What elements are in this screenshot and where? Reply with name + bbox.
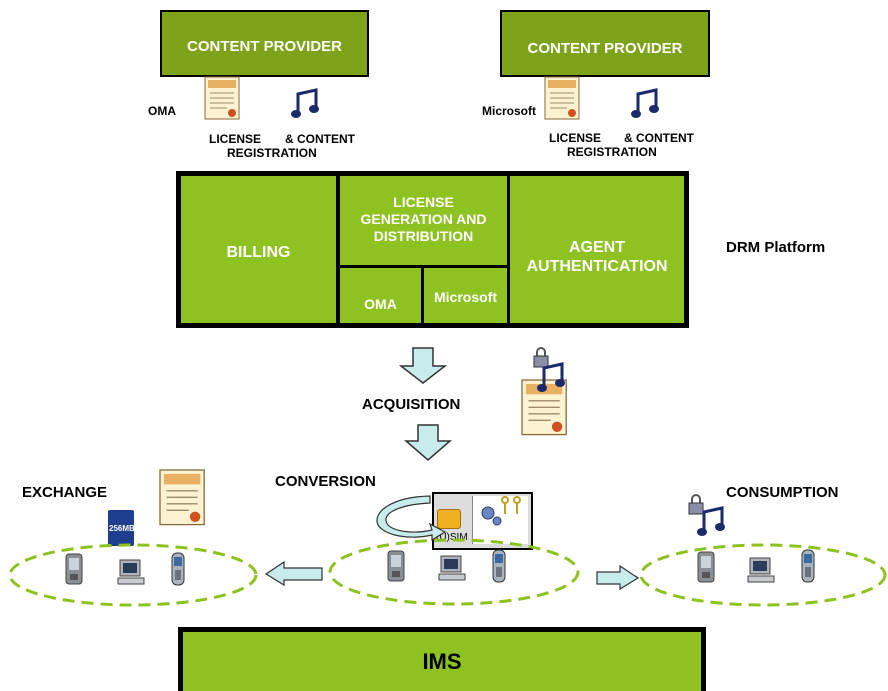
down-arrow-icon bbox=[398, 347, 448, 384]
provider-format-oma: OMA bbox=[148, 104, 176, 118]
sd-card-icon: 256MB bbox=[108, 510, 135, 546]
mobile-phone-icon bbox=[492, 549, 506, 583]
computer-icon bbox=[117, 559, 145, 585]
mobile-phone-icon bbox=[171, 552, 185, 586]
license-document-icon bbox=[204, 76, 240, 120]
oma-label: OMA bbox=[364, 296, 397, 312]
license-generation-cell: LICENSE GENERATION AND DISTRIBUTION bbox=[340, 176, 507, 265]
music-note-icon bbox=[289, 88, 321, 120]
license-document-icon bbox=[159, 469, 205, 526]
computer-icon bbox=[438, 555, 466, 581]
registration-label-oma: REGISTRATION bbox=[227, 146, 317, 160]
agent-authentication-label: AGENT AUTHENTICATION bbox=[526, 239, 668, 275]
exchange-label: EXCHANGE bbox=[22, 484, 108, 501]
ims-box: IMS bbox=[178, 627, 706, 691]
computer-icon bbox=[747, 557, 775, 583]
registration-label-microsoft: REGISTRATION bbox=[567, 145, 657, 159]
lock-icon bbox=[688, 494, 704, 515]
content-label-microsoft: & CONTENT bbox=[624, 131, 694, 145]
consumption-devices-ellipse bbox=[639, 543, 887, 607]
key-icon bbox=[501, 496, 521, 514]
pda-icon bbox=[65, 553, 83, 585]
ims-inner: IMS bbox=[183, 632, 701, 691]
provider-format-microsoft: Microsoft bbox=[482, 104, 536, 118]
pda-icon bbox=[387, 550, 405, 582]
content-label-oma: & CONTENT bbox=[285, 132, 355, 146]
license-generation-label: LICENSE GENERATION AND DISTRIBUTION bbox=[360, 194, 487, 244]
lock-icon bbox=[533, 347, 549, 368]
pda-icon bbox=[697, 551, 715, 583]
drm-platform-box: BILLING LICENSE GENERATION AND DISTRIBUT… bbox=[176, 171, 689, 328]
usim-chip-icon bbox=[437, 509, 461, 529]
conversion-label: CONVERSION bbox=[275, 473, 376, 490]
conversion-arrow-icon bbox=[376, 495, 447, 542]
microsoft-label: Microsoft bbox=[434, 289, 497, 305]
sd-card-label: 256MB bbox=[109, 524, 135, 533]
left-arrow-icon bbox=[264, 560, 323, 587]
usim-label: (U)SIM bbox=[436, 532, 468, 543]
agent-authentication-cell: AGENT AUTHENTICATION bbox=[510, 176, 684, 323]
right-arrow-icon bbox=[596, 564, 640, 591]
down-arrow-icon bbox=[403, 424, 453, 461]
consumption-label: CONSUMPTION bbox=[726, 484, 839, 501]
ims-label: IMS bbox=[422, 649, 462, 674]
billing-label: BILLING bbox=[226, 244, 291, 261]
license-label-microsoft: LICENSE bbox=[549, 131, 602, 145]
oma-cell: OMA bbox=[340, 268, 421, 323]
microsoft-cell: Microsoft bbox=[424, 268, 507, 323]
gear-icon bbox=[481, 506, 502, 526]
exchange-devices-ellipse bbox=[8, 543, 258, 607]
content-provider-microsoft-title: CONTENT PROVIDER bbox=[527, 40, 683, 57]
drm-platform-label: DRM Platform bbox=[726, 239, 826, 256]
music-note-icon bbox=[629, 88, 661, 120]
acquisition-label: ACQUISITION bbox=[362, 396, 461, 413]
content-provider-microsoft-box: CONTENT PROVIDER bbox=[500, 10, 710, 77]
content-provider-oma-box: CONTENT PROVIDER bbox=[160, 10, 369, 77]
license-document-icon bbox=[544, 76, 580, 120]
license-label-oma: LICENSE bbox=[209, 132, 262, 146]
content-provider-oma-title: CONTENT PROVIDER bbox=[186, 38, 342, 55]
conversion-devices-ellipse bbox=[328, 538, 580, 606]
billing-cell: BILLING bbox=[181, 176, 336, 323]
mobile-phone-icon bbox=[801, 549, 815, 583]
